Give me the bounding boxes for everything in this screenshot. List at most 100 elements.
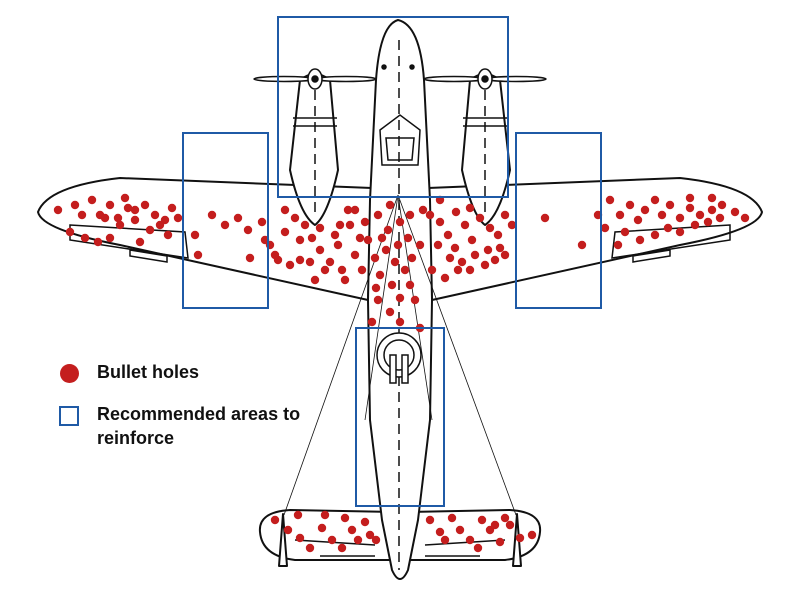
bullet-hole <box>450 243 460 253</box>
bullet-hole <box>405 210 415 220</box>
bullet-hole <box>355 233 365 243</box>
turret-icon <box>376 332 422 384</box>
bullet-hole <box>280 227 290 237</box>
bullet-hole <box>315 223 325 233</box>
bullet-hole <box>730 207 740 217</box>
bullet-hole <box>633 215 643 225</box>
bullet-hole <box>483 245 493 255</box>
bullet-hole <box>317 523 327 533</box>
bullet-hole <box>477 515 487 525</box>
propeller-icon <box>253 68 547 90</box>
bullet-hole <box>445 253 455 263</box>
bullet-hole <box>467 235 477 245</box>
bullet-hole <box>163 230 173 240</box>
bullet-hole <box>500 513 510 523</box>
bullet-hole <box>140 200 150 210</box>
bullet-hole <box>371 535 381 545</box>
bullet-hole <box>625 200 635 210</box>
bullet-hole <box>425 210 435 220</box>
bullet-hole <box>285 260 295 270</box>
bullet-hole <box>293 510 303 520</box>
bullet-hole <box>347 525 357 535</box>
bullet-hole <box>640 205 650 215</box>
bullet-hole <box>495 243 505 253</box>
bullet-hole <box>220 220 230 230</box>
bullet-hole <box>130 205 140 215</box>
bullet-hole <box>357 265 367 275</box>
bullet-hole <box>650 195 660 205</box>
bullet-hole <box>495 537 505 547</box>
bullet-hole <box>527 530 537 540</box>
bullet-hole <box>337 543 347 553</box>
bullet-hole <box>257 217 267 227</box>
bullet-hole <box>243 225 253 235</box>
bullet-hole <box>385 307 395 317</box>
bullet-hole <box>340 275 350 285</box>
bullet-hole <box>280 205 290 215</box>
bullet-hole <box>690 220 700 230</box>
bullet-hole <box>650 230 660 240</box>
bullet-hole <box>613 240 623 250</box>
bullet-hole <box>295 235 305 245</box>
bullet-hole <box>80 233 90 243</box>
bullet-hole <box>325 257 335 267</box>
legend: Bullet holes Recommended areas to reinfo… <box>58 360 307 468</box>
bullet-hole <box>665 200 675 210</box>
bullet-hole <box>440 535 450 545</box>
bullet-hole <box>295 533 305 543</box>
bullet-hole <box>425 515 435 525</box>
bullet-hole <box>120 193 130 203</box>
legend-reinforce-label: Recommended areas to reinforce <box>97 404 301 448</box>
bullet-hole <box>455 525 465 535</box>
bullet-hole <box>300 220 310 230</box>
bullet-hole <box>600 223 610 233</box>
legend-bullet-holes: Bullet holes <box>58 360 307 384</box>
bullet-hole <box>447 513 457 523</box>
bullet-hole <box>190 230 200 240</box>
bullet-hole <box>100 213 110 223</box>
bullet-hole <box>395 293 405 303</box>
bullet-hole <box>65 227 75 237</box>
bullet-hole <box>307 233 317 243</box>
bullet-hole <box>685 193 695 203</box>
bullet-hole <box>507 220 517 230</box>
bullet-hole <box>373 210 383 220</box>
bullet-holes <box>53 193 750 553</box>
bullet-hole <box>173 213 183 223</box>
bullet-hole <box>657 210 667 220</box>
bullet-hole <box>343 205 353 215</box>
bullet-hole <box>337 265 347 275</box>
tail-fin-left <box>278 513 288 567</box>
bullet-hole <box>403 233 413 243</box>
bullet-hole <box>115 220 125 230</box>
bullet-hole <box>400 265 410 275</box>
bullet-hole <box>457 257 467 267</box>
bullet-hole <box>675 227 685 237</box>
bullet-hole <box>360 517 370 527</box>
bullet-hole <box>410 295 420 305</box>
bullet-hole <box>490 255 500 265</box>
bullet-hole <box>315 245 325 255</box>
bullet-hole <box>93 237 103 247</box>
bullet-hole <box>375 270 385 280</box>
bullet-hole <box>167 203 177 213</box>
bullet-hole <box>493 230 503 240</box>
bullet-hole <box>465 265 475 275</box>
bullet-hole <box>740 213 750 223</box>
bullet-hole <box>333 240 343 250</box>
bullet-hole <box>245 253 255 263</box>
bullet-hole <box>233 213 243 223</box>
bullet-hole <box>193 250 203 260</box>
bullet-hole <box>490 520 500 530</box>
bullet-hole <box>150 210 160 220</box>
bullet-hole <box>105 200 115 210</box>
bullet-hole <box>105 233 115 243</box>
bullet-hole <box>685 203 695 213</box>
bullet-hole <box>465 535 475 545</box>
bullet-hole <box>145 225 155 235</box>
bullet-hole <box>383 225 393 235</box>
bullet-hole <box>370 253 380 263</box>
bullet-hole <box>295 255 305 265</box>
bullet-hole <box>371 283 381 293</box>
bullet-hole <box>290 213 300 223</box>
